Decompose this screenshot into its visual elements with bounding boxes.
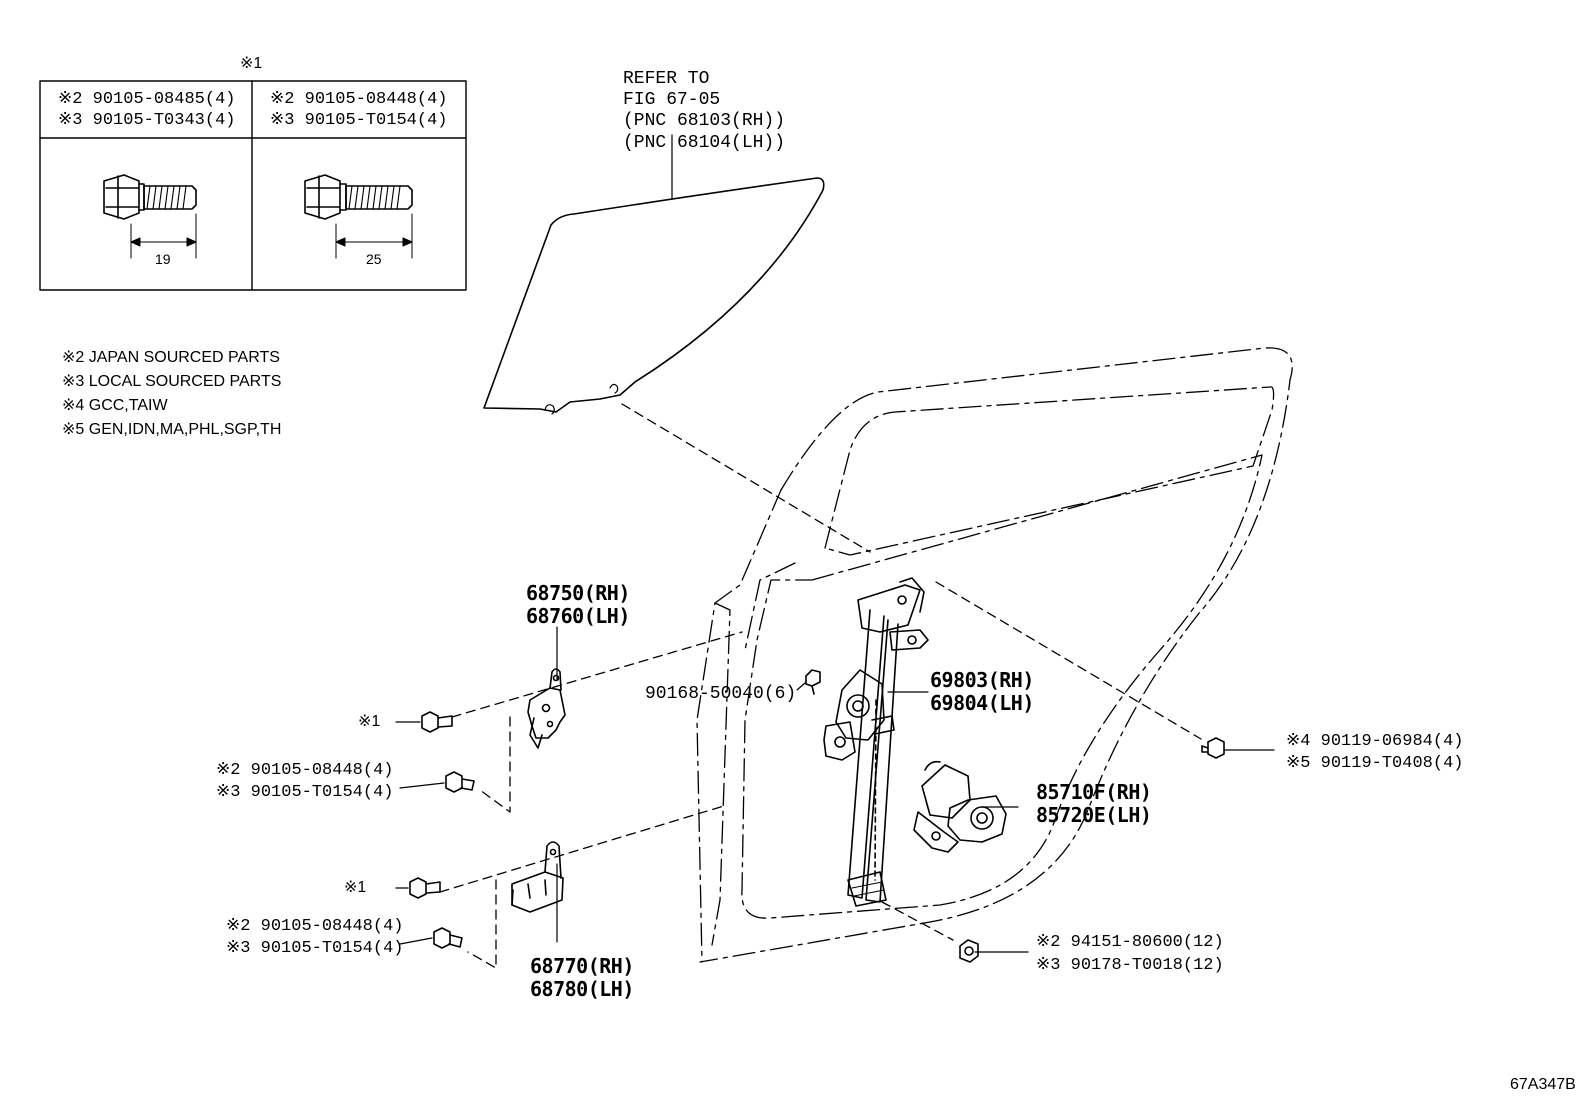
- leader-lines: [439, 403, 1202, 969]
- solid-leaders: [395, 626, 1275, 953]
- note-gen: ※5 GEN,IDN,MA,PHL,SGP,TH: [62, 421, 282, 438]
- door-outline: [696, 347, 1293, 963]
- upper-hinge-rh: 68750(RH): [526, 581, 630, 605]
- hinge-bolt-lower-2: [433, 927, 463, 949]
- lower-hinge-lh: 68780(LH): [530, 977, 634, 1001]
- upper-bolt-mark: ※1: [358, 713, 381, 730]
- hinge-bolt-upper-1: [421, 711, 453, 733]
- legend-col2-line1: ※2 90105-08448(4): [270, 90, 448, 109]
- nut-2: ※2 94151-80600(12): [1036, 933, 1224, 952]
- note-gcc: ※4 GCC,TAIW: [62, 397, 168, 414]
- door-glass: [483, 134, 825, 415]
- lower-bolt-3: ※3 90105-T0154(4): [226, 939, 404, 958]
- regulator-lh: 69804(LH): [930, 691, 1034, 715]
- bolt-19-icon: [103, 174, 197, 259]
- figure-id: 67A347B: [1510, 1076, 1576, 1093]
- legend-col2-line2: ※3 90105-T0154(4): [270, 111, 448, 130]
- upper-bolt-2: ※2 90105-08448(4): [216, 761, 394, 780]
- motor-lh: 85720E(LH): [1036, 803, 1152, 827]
- refer-line-1: REFER TO: [623, 69, 710, 89]
- refer-line-4: (PNC 68104(LH)): [623, 133, 786, 153]
- dimension-19: 19: [155, 251, 171, 267]
- window-motor: [913, 760, 1007, 853]
- dimension-25: 25: [366, 251, 382, 267]
- refer-line-3: (PNC 68103(RH)): [623, 111, 786, 131]
- hinge-bolt-upper-2: [445, 771, 475, 793]
- lower-hinge-rh: 68770(RH): [530, 954, 634, 978]
- upper-hinge-lh: 68760(LH): [526, 604, 630, 628]
- lower-bolt-2: ※2 90105-08448(4): [226, 917, 404, 936]
- bolt-25-icon: [304, 174, 413, 259]
- motor-rh: 85710F(RH): [1036, 780, 1152, 804]
- legend-col1-line1: ※2 90105-08485(4): [58, 90, 236, 109]
- regulator-bolt-4: ※4 90119-06984(4): [1286, 732, 1464, 751]
- regulator-nut: [959, 939, 979, 963]
- lower-bolt-mark: ※1: [344, 879, 367, 896]
- note-local: ※3 LOCAL SOURCED PARTS: [62, 373, 282, 390]
- clip-bolt: [805, 669, 821, 695]
- lower-hinge: [511, 841, 564, 913]
- regulator-rh: 69803(RH): [930, 668, 1034, 692]
- hinge-bolt-lower-1: [409, 877, 441, 899]
- upper-hinge: [527, 668, 566, 749]
- note-japan: ※2 JAPAN SOURCED PARTS: [62, 349, 280, 366]
- legend-table-frame: [39, 80, 467, 291]
- window-regulator: [823, 577, 929, 907]
- upper-bolt-3: ※3 90105-T0154(4): [216, 783, 394, 802]
- regulator-bolt: [1201, 737, 1225, 759]
- legend-col1-line2: ※3 90105-T0343(4): [58, 111, 236, 130]
- nut-3: ※3 90178-T0018(12): [1036, 956, 1224, 975]
- clip-bolt-label: 90168-50040(6): [645, 684, 797, 704]
- regulator-bolt-5: ※5 90119-T0408(4): [1286, 754, 1464, 773]
- legend-mark: ※1: [240, 55, 263, 72]
- refer-line-2: FIG 67-05: [623, 90, 721, 110]
